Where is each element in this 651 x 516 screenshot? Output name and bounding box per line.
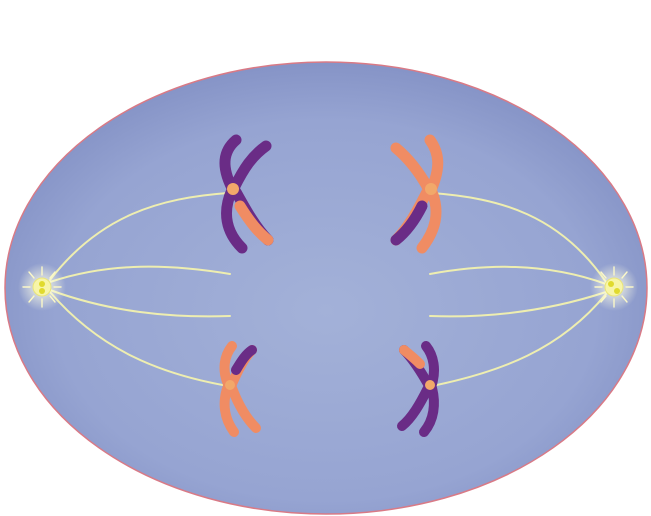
cell-membrane: [4, 61, 648, 515]
spindle-fiber: [431, 192, 607, 283]
chromosome-top-left: [219, 134, 274, 254]
spindle-fibers: [49, 192, 607, 387]
spindle-fiber: [429, 291, 607, 318]
spindle-fiber: [49, 192, 229, 281]
centrosome-left-icon: [18, 263, 66, 311]
spindle-fiber: [49, 289, 231, 318]
chromosome-bottom-left: [219, 341, 261, 437]
spindle-fiber: [49, 265, 231, 283]
spindle-fiber: [429, 265, 607, 285]
spindle-fiber: [49, 291, 229, 387]
chromosome-bottom-right: [397, 341, 439, 437]
centrosome-right-icon: [590, 263, 638, 311]
chromosome-top-right: [390, 134, 444, 254]
spindle-fiber: [431, 293, 607, 387]
